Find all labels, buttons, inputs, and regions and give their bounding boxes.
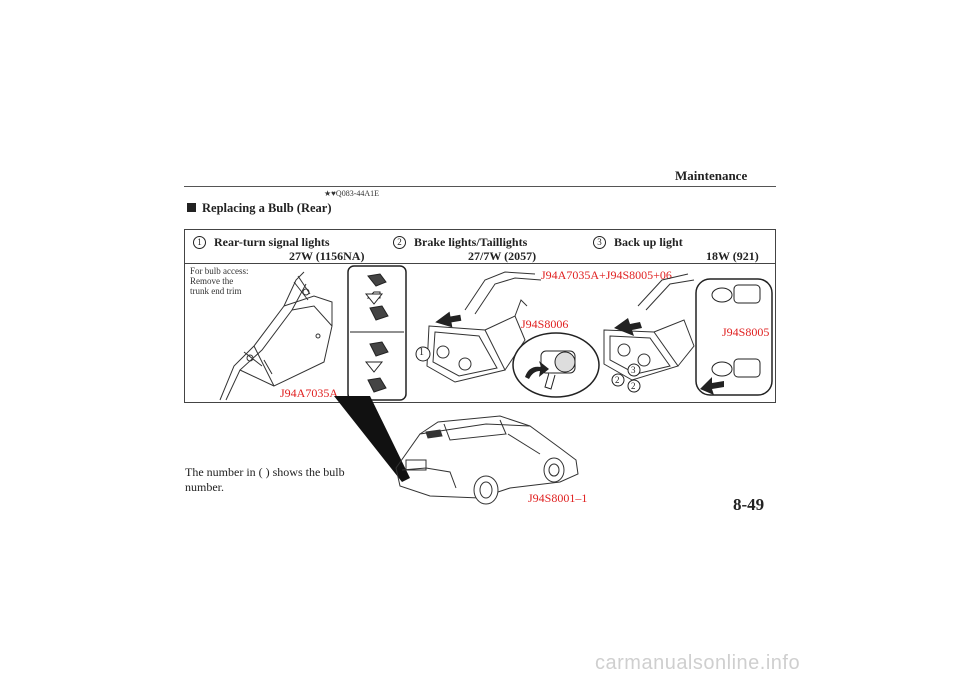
figure-ref-car: J94S8001–1 (528, 491, 588, 505)
trunk-trim-illustration (219, 271, 333, 401)
callout-2b: 2 (631, 381, 636, 391)
callout-2a: 2 (615, 375, 620, 385)
bulb-number-badge: 1 (193, 236, 206, 249)
figure-ref-socket-right: J94S8005 (722, 325, 770, 339)
callout-3: 3 (631, 365, 636, 375)
bulb-number-badge: 2 (393, 236, 406, 249)
figure-frame-bottom (184, 402, 776, 403)
square-bullet-icon (187, 203, 196, 212)
bulb-label-3: 3 Back up light (593, 235, 683, 250)
header-rule (184, 186, 776, 187)
bulb-name: Brake lights/Taillights (414, 235, 528, 249)
document-code: ★♥Q083-44A1E (324, 189, 380, 198)
leader-pointer-illustration (334, 396, 410, 482)
bulb-label-2: 2 Brake lights/Taillights (393, 235, 527, 250)
access-note: For bulb access: Remove the trunk end tr… (190, 266, 249, 296)
clip-removal-illustration (347, 265, 407, 401)
figure-frame-top (184, 229, 776, 230)
figure-frame-divider (184, 263, 776, 264)
bulb-label-1: 1 Rear-turn signal lights (193, 235, 330, 250)
bulb-spec-2: 27/7W (2057) (468, 249, 537, 263)
page-heading-text: Replacing a Bulb (Rear) (202, 201, 332, 215)
figure-frame-right (775, 229, 776, 402)
page-number: 8-49 (733, 495, 765, 514)
access-note-line: For bulb access: (190, 266, 249, 276)
bulb-name: Back up light (614, 235, 683, 249)
figure-frame-left (184, 229, 185, 402)
bulb-number-note: The number in ( ) shows the bulb number. (185, 465, 345, 494)
callout-1: 1 (419, 347, 424, 358)
watermark: carmanualsonline.info (595, 652, 801, 674)
bulb-name: Rear-turn signal lights (214, 235, 330, 249)
back-up-light-housing-illustration (603, 273, 695, 393)
socket-detail-illustration (512, 332, 600, 398)
section-title: Maintenance (675, 168, 748, 183)
car-illustration (395, 415, 579, 505)
bulb-spec-3: 18W (921) (706, 249, 759, 263)
page-heading: Replacing a Bulb (Rear) (187, 201, 332, 216)
figure-ref-trim: J94A7035A (280, 386, 339, 400)
bulb-spec-1: 27W (1156NA) (289, 249, 365, 263)
rear-lamp-housing-illustration (415, 271, 542, 383)
access-note-line: trunk end trim (190, 286, 242, 296)
bulb-number-badge: 3 (593, 236, 606, 249)
figure-ref-combo: J94A7035A+J94S8005+06 (541, 268, 672, 282)
bulb-detail-illustration (695, 278, 773, 396)
access-note-line: Remove the (190, 276, 234, 286)
figure-ref-socket-left: J94S8006 (521, 317, 569, 331)
